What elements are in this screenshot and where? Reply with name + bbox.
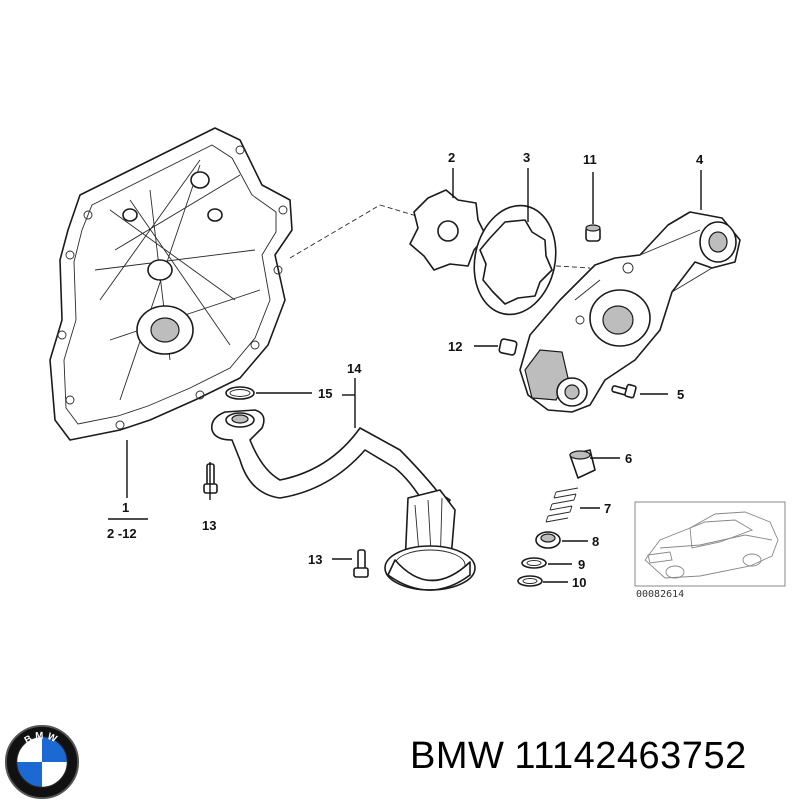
callout-5: 5	[677, 387, 684, 402]
callout-1-range: 2 -12	[107, 526, 137, 541]
part-3-outer-rotor	[473, 204, 557, 316]
part-13-bolt-lower	[353, 549, 369, 578]
part-5-bolt	[611, 383, 637, 399]
part-8-valve-cap	[535, 531, 561, 549]
svg-text:BMW: BMW	[23, 730, 61, 746]
callout-2: 2	[448, 150, 455, 165]
inset-diagram-number: 00082614	[636, 589, 684, 600]
callout-4: 4	[696, 152, 704, 167]
callout-11: 11	[583, 152, 597, 167]
callout-14: 14	[347, 361, 362, 376]
callout-15: 15	[318, 386, 332, 401]
callout-13-lower: 13	[308, 552, 322, 567]
callout-13-upper: 13	[202, 518, 216, 533]
part-1-cover	[49, 127, 293, 441]
part-15-o-ring	[225, 386, 255, 400]
bmw-logo-text: BMW	[23, 730, 59, 746]
callout-7: 7	[604, 501, 611, 516]
leader-lines	[108, 168, 702, 583]
callout-9: 9	[578, 557, 585, 572]
callout-12: 12	[448, 339, 462, 354]
part-10-washer	[517, 575, 543, 587]
part-9-seal-ring	[521, 557, 547, 569]
callout-6: 6	[625, 451, 632, 466]
car-sketch	[644, 511, 779, 579]
part-number: 11142463752	[514, 735, 747, 777]
bmw-logo: BMW	[4, 724, 80, 800]
part-12-sleeve	[498, 338, 518, 356]
callout-labels: 1 2 -12 2 3 11 4 12 5 6 7 8 9 10 13 13 1…	[107, 150, 704, 590]
part-7-spring	[545, 487, 579, 523]
callout-8: 8	[592, 534, 599, 549]
callout-10: 10	[572, 575, 586, 590]
part-11-dowel	[585, 224, 601, 242]
part-14-pickup-tube	[210, 409, 476, 591]
callout-3: 3	[523, 150, 530, 165]
part-2-inner-rotor	[409, 189, 487, 271]
part-6-plunger	[569, 449, 596, 479]
brand-name: BMW	[410, 735, 505, 777]
part-4-pump-body	[519, 211, 741, 413]
callout-1: 1	[122, 500, 129, 515]
assembly-axis-line	[289, 204, 591, 269]
vehicle-inset: 00082614	[634, 501, 786, 600]
